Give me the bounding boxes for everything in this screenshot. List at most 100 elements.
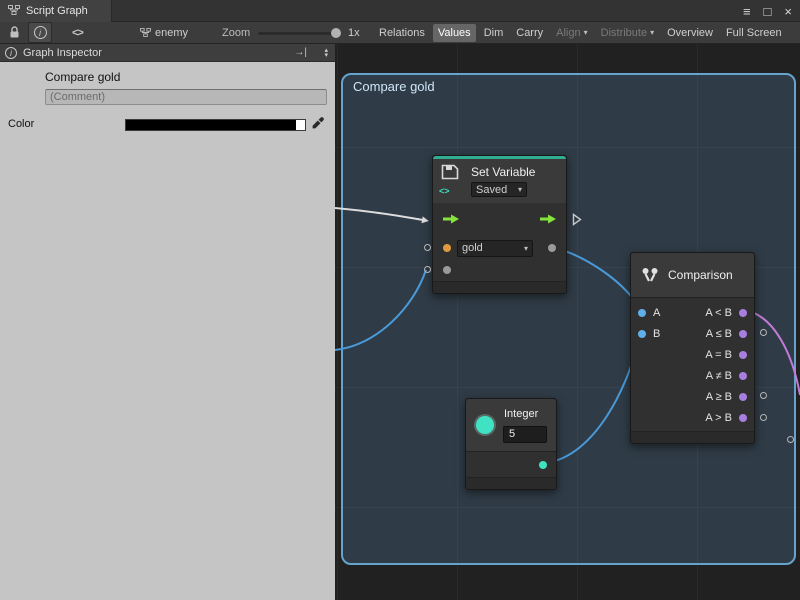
variable-kind-dropdown[interactable]: Saved ▾: [471, 182, 527, 197]
node-footer: [433, 281, 566, 293]
node-footer: [631, 431, 754, 443]
relations-button[interactable]: Relations: [374, 24, 430, 42]
integer-value-field[interactable]: 5: [503, 426, 547, 443]
lock-icon[interactable]: [9, 22, 20, 43]
output-port-a-gt-b[interactable]: [739, 414, 747, 422]
info-icon: i: [34, 26, 47, 39]
input-port-a[interactable]: [638, 309, 646, 317]
script-graph-icon: [8, 5, 20, 18]
integer-node[interactable]: Integer 5: [465, 398, 557, 490]
integer-output-port[interactable]: [539, 461, 547, 469]
variable-code-icon: <>: [439, 186, 450, 196]
node-title: Integer: [504, 408, 538, 420]
color-alpha-segment: [296, 120, 305, 130]
dock-icon[interactable]: →|: [294, 47, 307, 58]
caret-down-icon: ▾: [524, 244, 528, 253]
comparison-row: A ≠ B: [631, 365, 754, 386]
node-footer: [466, 477, 556, 489]
external-port-indicator[interactable]: [760, 392, 767, 399]
values-button[interactable]: Values: [433, 24, 476, 42]
zoom-slider[interactable]: [258, 32, 340, 35]
close-icon[interactable]: ×: [784, 5, 792, 18]
graph-toolbar: i <> enemy Zoom 1x Relations Values Dim …: [0, 22, 800, 44]
port-label: A = B: [705, 349, 732, 361]
node-title: Set Variable: [471, 165, 535, 179]
node-header[interactable]: Comparison: [631, 253, 754, 297]
zoom-label: Zoom: [222, 22, 250, 43]
external-port-indicator[interactable]: [760, 414, 767, 421]
maximize-icon[interactable]: □: [764, 5, 772, 18]
graph-inspector-header: i Graph Inspector →| ▴ ▾: [0, 44, 335, 62]
variable-kind-value: Saved: [476, 184, 507, 196]
inspector-toggle-button[interactable]: i: [28, 22, 52, 43]
comparison-row: A = B: [631, 344, 754, 365]
caret-down-icon: ▾: [584, 24, 588, 42]
set-variable-node[interactable]: <> Set Variable Saved ▾: [432, 155, 567, 294]
caret-down-icon: ▾: [650, 24, 654, 42]
comparison-node[interactable]: Comparison A A < B B A ≤ B A = B: [630, 252, 755, 444]
comparison-row: A A < B: [631, 302, 754, 323]
graph-ref-name[interactable]: enemy: [155, 22, 188, 43]
comparison-row: A > B: [631, 407, 754, 428]
unconnected-flow-indicator[interactable]: [572, 213, 582, 229]
color-field[interactable]: [125, 119, 306, 131]
tab-script-graph[interactable]: Script Graph: [0, 0, 112, 22]
external-port-indicator[interactable]: [424, 244, 431, 251]
output-port-a-neq-b[interactable]: [739, 372, 747, 380]
external-port-indicator[interactable]: [424, 266, 431, 273]
dim-button[interactable]: Dim: [479, 24, 509, 42]
graph-ref-icon: [140, 22, 151, 43]
output-port-a-eq-b[interactable]: [739, 351, 747, 359]
port-label: A ≥ B: [706, 391, 732, 403]
tab-title: Script Graph: [26, 5, 88, 17]
zoom-slider-knob[interactable]: [331, 28, 341, 38]
scroll-arrows[interactable]: ▴ ▾: [324, 48, 328, 58]
full-screen-button[interactable]: Full Screen: [721, 24, 787, 42]
output-row: [466, 451, 556, 477]
comment-input[interactable]: [45, 89, 327, 105]
port-label: A < B: [705, 307, 732, 319]
info-icon: i: [5, 47, 17, 59]
align-dropdown[interactable]: Align ▾: [551, 24, 592, 42]
group-title[interactable]: Compare gold: [353, 79, 435, 94]
output-port-a-lte-b[interactable]: [739, 330, 747, 338]
output-port-a-gte-b[interactable]: [739, 393, 747, 401]
port-label: B: [653, 328, 660, 340]
comparison-icon: [640, 266, 660, 284]
graph-inspector-title: Graph Inspector: [23, 47, 102, 59]
zoom-value: 1x: [348, 22, 360, 43]
title-bar: Script Graph ≡ □ ×: [0, 0, 800, 22]
graph-canvas[interactable]: Compare gold <> Se: [335, 44, 800, 600]
code-view-icon[interactable]: <>: [72, 22, 83, 43]
value-input-row: [433, 259, 566, 281]
color-label: Color: [8, 118, 34, 130]
flow-output-port[interactable]: [539, 213, 557, 228]
node-header[interactable]: <> Set Variable Saved ▾: [433, 159, 566, 203]
variable-name-port[interactable]: [443, 244, 451, 252]
variable-name-value: gold: [462, 242, 483, 254]
external-port-indicator[interactable]: [787, 436, 794, 443]
eyedropper-icon[interactable]: [311, 117, 324, 130]
set-variable-icon: <>: [441, 164, 463, 196]
comparison-rows: A A < B B A ≤ B A = B A ≠ B: [631, 297, 754, 431]
input-port-b[interactable]: [638, 330, 646, 338]
value-input-port[interactable]: [443, 266, 451, 274]
variable-name-dropdown[interactable]: gold ▾: [457, 240, 533, 257]
flow-row: [433, 203, 566, 237]
carry-button[interactable]: Carry: [511, 24, 548, 42]
comparison-row: B A ≤ B: [631, 323, 754, 344]
variable-output-port[interactable]: [548, 244, 556, 252]
integer-type-icon: [476, 416, 494, 434]
output-port-a-lt-b[interactable]: [739, 309, 747, 317]
node-header[interactable]: Integer 5: [466, 399, 556, 451]
flow-input-port[interactable]: [442, 213, 460, 228]
external-port-indicator[interactable]: [760, 329, 767, 336]
scroll-down-icon[interactable]: ▾: [324, 53, 328, 58]
graph-title: Compare gold: [45, 70, 120, 84]
overview-button[interactable]: Overview: [662, 24, 718, 42]
port-label: A ≠ B: [706, 370, 732, 382]
variable-name-row: gold ▾: [433, 237, 566, 259]
window-menu-icon[interactable]: ≡: [743, 5, 751, 18]
distribute-dropdown[interactable]: Distribute ▾: [596, 24, 659, 42]
